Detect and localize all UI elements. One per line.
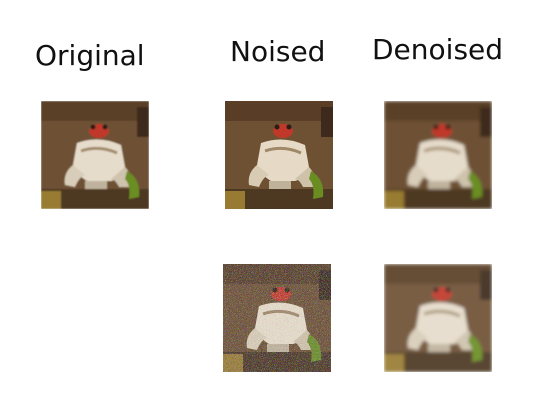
denoised-label: Denoised — [372, 33, 504, 66]
denoised-image-1 — [384, 101, 492, 209]
frog-image-denoised-1 — [384, 101, 492, 209]
denoised-image-2 — [384, 264, 492, 372]
frog-image-original — [41, 101, 149, 209]
frog-image-denoised-2 — [384, 264, 492, 372]
original-image — [41, 101, 149, 209]
noised-image-1 — [225, 101, 333, 209]
frog-image-noised-light — [225, 101, 333, 209]
noised-label: Noised — [230, 35, 326, 68]
original-label: Original — [35, 39, 145, 72]
noised-image-2 — [223, 264, 331, 372]
frog-image-noised-heavy — [223, 264, 331, 372]
